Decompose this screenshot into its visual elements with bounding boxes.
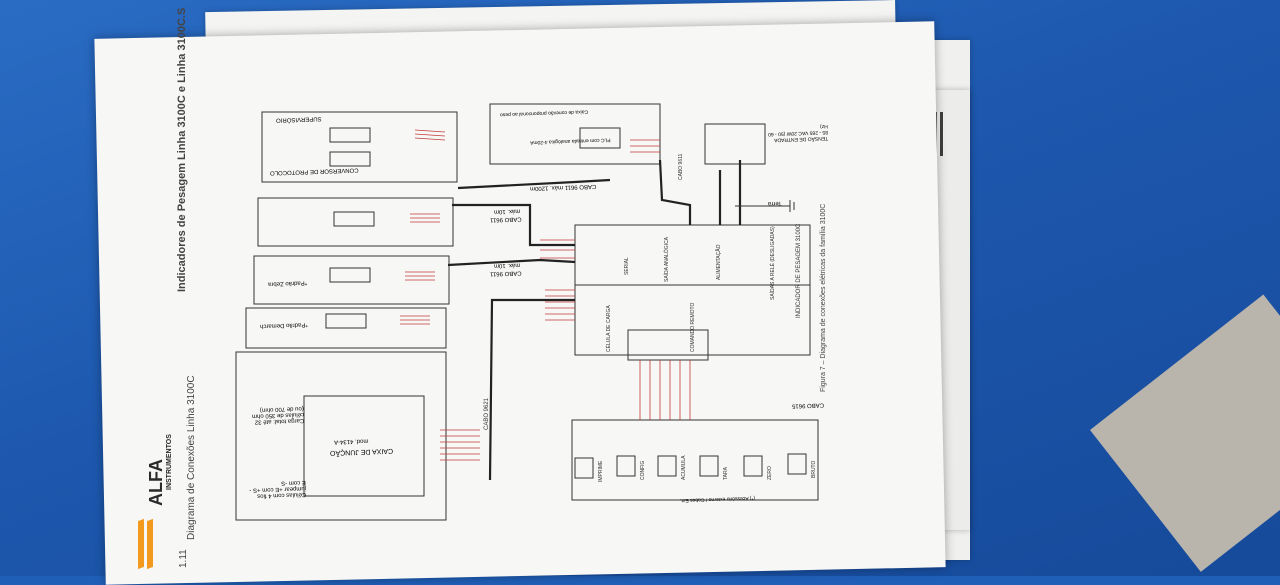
indicator-title: INDICADOR DE PESAGEM 3100C <box>796 223 802 318</box>
cable-9611-long <box>457 178 611 190</box>
button-label-zero: ZERO <box>767 466 773 480</box>
converter-frame <box>261 111 458 183</box>
plc-frame <box>489 103 661 165</box>
junction-model-label: mod. 4134-A <box>333 437 369 445</box>
max-10m-a-label: máx. 10m <box>493 207 521 215</box>
button-label-acumula: ACUMULA <box>681 455 687 480</box>
power-label: ALIMENTAÇÃO <box>716 244 722 280</box>
button-label-imprime: IMPRIME <box>598 460 604 482</box>
cable-9611-b-label: CABO 9611 <box>489 269 522 277</box>
button-label-bruto: BRUTO <box>811 460 817 478</box>
cable-9611-a <box>452 203 575 247</box>
cable-9611-a-label: CABO 9611 <box>489 215 522 223</box>
printer-frame <box>245 307 447 349</box>
relay-outputs-label: SAÍDAS A RELÉ (DESLIGADAS) <box>770 226 776 300</box>
printer-zebra-frame <box>253 255 450 305</box>
load-total-note: Carga total: até 32 células de 350 ohm (… <box>251 405 305 425</box>
analog-output-label: SAÍDA ANALÓGICA <box>664 236 670 282</box>
cells-note: Células com 4 fios jumpear +E com +S -E … <box>249 478 307 499</box>
remote-commands-label: COMANDO REMOTO <box>690 302 696 352</box>
cable-9611-plc-label: CABO 9611 <box>678 153 684 180</box>
cable-9611-b <box>447 258 576 267</box>
remote-commands-block <box>627 329 709 361</box>
cable-9615-label: CABO 9615 <box>791 401 825 409</box>
button-label-tara: TARA <box>723 467 729 480</box>
printer-demarc-frame <box>257 197 454 247</box>
buttons-frame <box>571 419 819 501</box>
cable-9611-plc <box>658 159 692 225</box>
terra-label: Terra <box>767 199 782 207</box>
junction-box <box>303 395 425 497</box>
load-cell-label: CÉLULA DE CARGA <box>606 305 612 352</box>
button-label-config: CONFIG <box>640 460 646 480</box>
cable-9621 <box>488 298 575 481</box>
serial-label: SERIAL <box>624 257 630 275</box>
max-10m-b-label: máx. 10m <box>493 261 521 269</box>
power-box <box>704 123 766 165</box>
cable-9621-label: CABO 9621 <box>484 397 490 430</box>
power-input-note: TENSÃO DE ENTRADA 85 - 265 VAC 20W (50 -… <box>767 122 829 143</box>
